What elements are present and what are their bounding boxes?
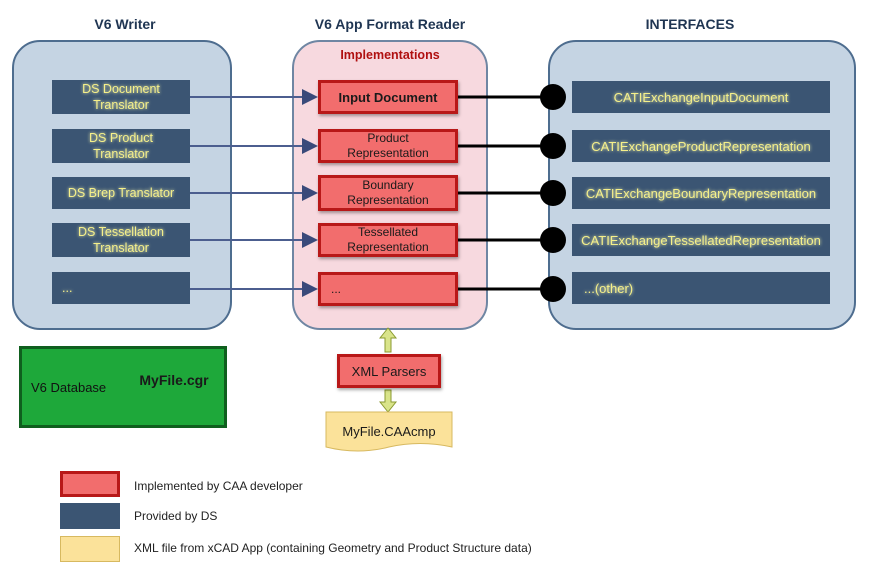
reader-title: V6 App Format Reader <box>314 16 466 32</box>
v6-database: V6 Database <box>19 346 227 428</box>
v6-database-label: V6 Database <box>31 380 107 395</box>
writer-title: V6 Writer <box>94 16 156 32</box>
writer-arrows <box>190 89 318 297</box>
reader-item-tessellated-representation: Tessellated Representation <box>318 223 458 257</box>
interface-boundary-representation: CATIExchangeBoundaryRepresentation <box>572 177 830 209</box>
xml-file-label: MyFile.CAAcmp <box>342 424 436 439</box>
legend-swatch-implemented <box>60 471 120 497</box>
writer-item-brep: DS Brep Translator <box>52 177 190 209</box>
legend-label-provided: Provided by DS <box>134 509 218 523</box>
writer-item-product: DS Product Translator <box>52 129 190 163</box>
lollipops <box>458 84 566 302</box>
reader-item-boundary-representation: Boundary Representation <box>318 175 458 211</box>
legend-label-xml: XML file from xCAD App (containing Geome… <box>134 541 532 555</box>
reader-item-input-document: Input Document <box>318 80 458 114</box>
writer-item-tessellation: DS Tessellation Translator <box>52 223 190 257</box>
interface-socket-1 <box>540 84 566 110</box>
reader-item-product-representation: Product Representation <box>318 129 458 163</box>
interface-socket-4 <box>540 227 566 253</box>
interface-socket-3 <box>540 180 566 206</box>
interface-tessellated-representation: CATIExchangeTessellatedRepresentation <box>572 224 830 256</box>
interface-socket-2 <box>540 133 566 159</box>
xml-file-shape <box>325 411 453 452</box>
reader-item-other: ... <box>318 272 458 306</box>
interfaces-title: INTERFACES <box>645 16 735 32</box>
xml-parsers: XML Parsers <box>337 354 441 388</box>
interface-socket-5 <box>540 276 566 302</box>
interface-product-representation: CATIExchangeProductRepresentation <box>572 130 830 162</box>
legend-label-implemented: Implemented by CAA developer <box>134 479 303 493</box>
writer-item-other: ... <box>52 272 190 304</box>
interface-input-document: CATIExchangeInputDocument <box>572 81 830 113</box>
implementations-label: Implementations <box>340 48 440 62</box>
parser-arrow-up <box>378 327 398 353</box>
writer-item-document: DS Document Translator <box>52 80 190 114</box>
cgr-file-label: MyFile.cgr <box>139 372 209 388</box>
interface-other: ...(other) <box>572 272 830 304</box>
legend-swatch-provided <box>60 503 120 529</box>
parser-arrow-down <box>378 389 398 413</box>
legend-swatch-xml <box>60 536 120 562</box>
